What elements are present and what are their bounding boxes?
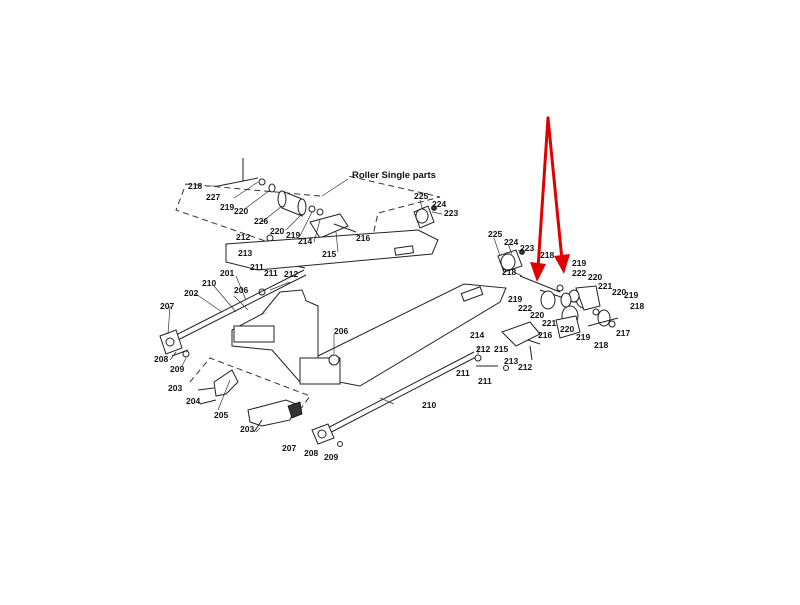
label-204: 204 bbox=[186, 396, 200, 406]
label-220b: 220 bbox=[270, 226, 284, 236]
label-207b: 207 bbox=[282, 443, 296, 453]
label-220: 220 bbox=[234, 206, 248, 216]
label-212c: 212 bbox=[476, 344, 490, 354]
label-214: 214 bbox=[298, 236, 312, 246]
label-219: 219 bbox=[220, 202, 234, 212]
label-211d: 211 bbox=[478, 376, 492, 386]
label-211c: 211 bbox=[456, 368, 470, 378]
label-218: 218 bbox=[188, 181, 202, 191]
label-218d: 218 bbox=[630, 301, 644, 311]
label-219f: 219 bbox=[508, 294, 522, 304]
push-rods bbox=[169, 269, 477, 440]
label-215b: 215 bbox=[494, 344, 508, 354]
label-218e: 218 bbox=[594, 340, 608, 350]
label-212: 212 bbox=[236, 232, 250, 242]
label-220e: 220 bbox=[560, 324, 574, 334]
label-219d: 219 bbox=[624, 290, 638, 300]
label-213b: 213 bbox=[504, 356, 518, 366]
label-211: 211 bbox=[250, 262, 264, 272]
left-linkage bbox=[159, 329, 190, 358]
label-208: 208 bbox=[154, 354, 168, 364]
roller-single-parts-callout: Roller Single parts bbox=[175, 170, 441, 261]
label-219e: 219 bbox=[576, 332, 590, 342]
label-223b: 223 bbox=[520, 243, 534, 253]
label-222b: 222 bbox=[518, 303, 532, 313]
label-201: 201 bbox=[220, 268, 234, 278]
label-220d: 220 bbox=[612, 287, 626, 297]
label-218b: 218 bbox=[502, 267, 516, 277]
highlight-arrows bbox=[530, 116, 570, 282]
label-216: 216 bbox=[356, 233, 370, 243]
label-210b: 210 bbox=[422, 400, 436, 410]
label-211b: 211 bbox=[264, 268, 278, 278]
label-225: 225 bbox=[414, 191, 428, 201]
label-224b: 224 bbox=[504, 237, 518, 247]
roller-single-parts-group bbox=[217, 158, 357, 269]
red-arrow-left bbox=[536, 116, 550, 270]
label-216b: 216 bbox=[538, 330, 552, 340]
label-226: 226 bbox=[254, 216, 268, 226]
label-213: 213 bbox=[238, 248, 252, 258]
label-225b: 225 bbox=[488, 229, 502, 239]
red-arrow-right bbox=[546, 116, 564, 262]
label-223: 223 bbox=[444, 208, 458, 218]
leader-lines bbox=[167, 181, 523, 433]
label-220f: 220 bbox=[530, 310, 544, 320]
label-219b: 219 bbox=[286, 230, 300, 240]
label-208b: 208 bbox=[304, 448, 318, 458]
label-209: 209 bbox=[170, 364, 184, 374]
label-209b: 209 bbox=[324, 452, 338, 462]
label-214b: 214 bbox=[470, 330, 484, 340]
part-number-labels: 218 227 219 220 226 220 219 214 215 216 … bbox=[154, 181, 644, 462]
link-bracket-group bbox=[189, 357, 343, 447]
label-215: 215 bbox=[322, 249, 336, 259]
label-206b: 206 bbox=[334, 326, 348, 336]
label-219c: 219 bbox=[572, 258, 586, 268]
label-207: 207 bbox=[160, 301, 174, 311]
label-222: 222 bbox=[572, 268, 586, 278]
label-203: 203 bbox=[168, 383, 182, 393]
label-212b: 212 bbox=[284, 269, 298, 279]
label-218c: 218 bbox=[540, 250, 554, 260]
label-227: 227 bbox=[206, 192, 220, 202]
right-roller-assembly bbox=[413, 205, 619, 371]
label-212d: 212 bbox=[518, 362, 532, 372]
label-205: 205 bbox=[214, 410, 228, 420]
label-220c: 220 bbox=[588, 272, 602, 282]
label-206: 206 bbox=[234, 285, 248, 295]
label-221b: 221 bbox=[542, 318, 556, 328]
label-224: 224 bbox=[432, 199, 446, 209]
label-221: 221 bbox=[598, 281, 612, 291]
label-217: 217 bbox=[616, 328, 630, 338]
label-202: 202 bbox=[184, 288, 198, 298]
label-210: 210 bbox=[202, 278, 216, 288]
fork-frame bbox=[225, 229, 507, 387]
label-203b: 203 bbox=[240, 424, 254, 434]
callout-title: Roller Single parts bbox=[352, 170, 436, 181]
